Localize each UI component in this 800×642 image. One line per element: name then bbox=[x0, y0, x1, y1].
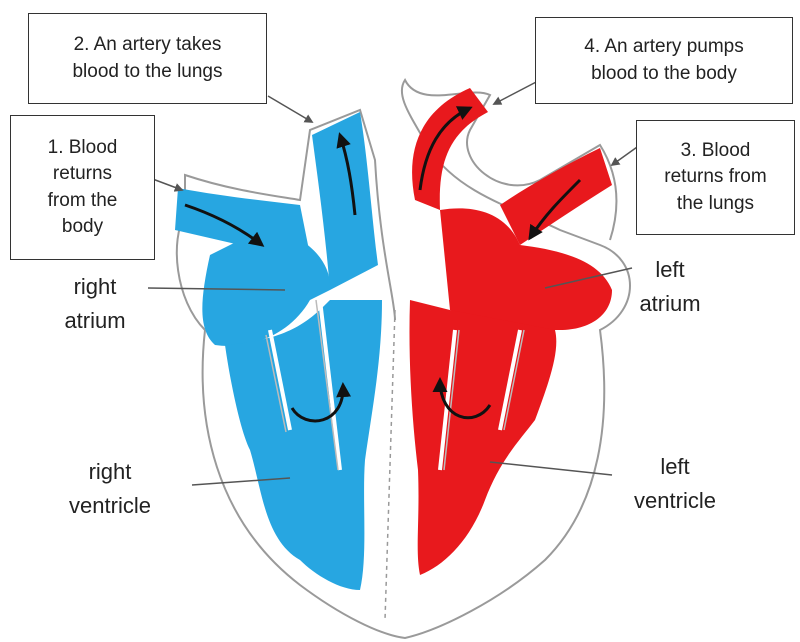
right-ventricle-shape bbox=[225, 300, 382, 590]
label-left-atrium-line1: left bbox=[625, 253, 715, 287]
label-left-ventricle: left ventricle bbox=[610, 450, 740, 518]
label-left-ventricle-line2: ventricle bbox=[610, 484, 740, 518]
label-left-atrium-line2: atrium bbox=[625, 287, 715, 321]
callout-step1-line4: body bbox=[48, 214, 118, 240]
callout-step4-line2: blood to the body bbox=[584, 61, 743, 87]
callout-step3-line3: the lungs bbox=[664, 191, 766, 217]
callout-step1-line1: 1. Blood bbox=[48, 135, 118, 161]
callout-step2-line2: blood to the lungs bbox=[72, 59, 222, 85]
callout-step3-line1: 3. Blood bbox=[664, 138, 766, 164]
callout-step2-line1: 2. An artery takes bbox=[72, 32, 222, 58]
callout-step1: 1. Blood returns from the body bbox=[10, 115, 155, 260]
label-right-atrium-line1: right bbox=[45, 270, 145, 304]
label-left-atrium: left atrium bbox=[625, 253, 715, 321]
callout-step3: 3. Blood returns from the lungs bbox=[636, 120, 795, 235]
label-right-ventricle-line2: ventricle bbox=[45, 489, 175, 523]
label-right-ventricle-line1: right bbox=[45, 455, 175, 489]
label-right-atrium: right atrium bbox=[45, 270, 145, 338]
callout-step4-line1: 4. An artery pumps bbox=[584, 34, 743, 60]
pointer-step4 bbox=[494, 80, 540, 104]
callout-step4: 4. An artery pumps blood to the body bbox=[535, 17, 793, 104]
pointer-step2 bbox=[268, 96, 312, 122]
label-right-ventricle: right ventricle bbox=[45, 455, 175, 523]
label-right-atrium-line2: atrium bbox=[45, 304, 145, 338]
label-left-ventricle-line1: left bbox=[610, 450, 740, 484]
callout-step2: 2. An artery takes blood to the lungs bbox=[28, 13, 267, 104]
callout-step3-line2: returns from bbox=[664, 164, 766, 190]
callout-step1-line2: returns bbox=[48, 161, 118, 187]
callout-step1-line3: from the bbox=[48, 188, 118, 214]
